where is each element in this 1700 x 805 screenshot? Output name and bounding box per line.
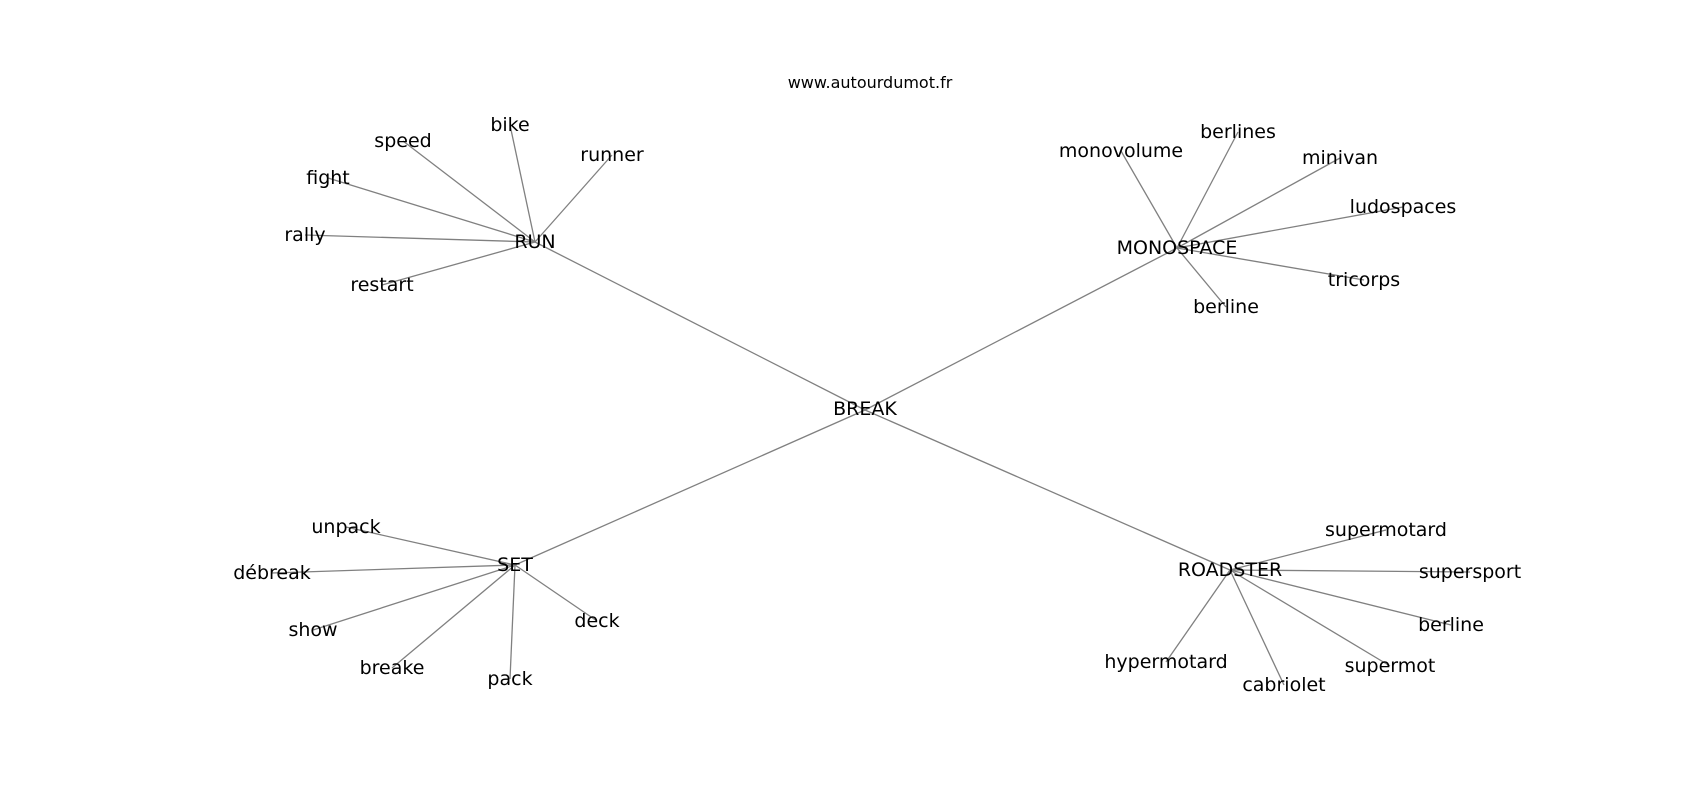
node-hub: ROADSTER bbox=[1178, 559, 1282, 581]
edge-hub-leaf bbox=[391, 564, 516, 669]
node-leaf: rally bbox=[284, 224, 325, 246]
node-leaf: cabriolet bbox=[1242, 674, 1325, 696]
labels-layer: www.autourdumot.fr BREAK bike speed runner… bbox=[233, 73, 1521, 696]
node-leaf: ludospaces bbox=[1350, 196, 1457, 218]
node-leaf: deck bbox=[574, 610, 619, 632]
edge-hub-leaf bbox=[1165, 569, 1231, 663]
node-leaf: restart bbox=[350, 274, 413, 296]
node-leaf: supermot bbox=[1345, 655, 1436, 677]
edge-hub-leaf bbox=[1120, 150, 1178, 249]
edge-hub-leaf bbox=[312, 564, 516, 631]
edge-hub-leaf bbox=[271, 564, 516, 574]
edge-hub-leaf bbox=[509, 564, 516, 680]
edge-hub-leaf bbox=[534, 154, 613, 243]
node-leaf: minivan bbox=[1302, 147, 1378, 169]
node-leaf: unpack bbox=[311, 516, 380, 538]
edge-hub-leaf bbox=[1229, 569, 1452, 626]
edge-hub-leaf bbox=[1229, 569, 1471, 573]
node-leaf: supermotard bbox=[1325, 519, 1447, 541]
edge-hub-leaf bbox=[1229, 569, 1285, 686]
edge-center-hub bbox=[514, 409, 866, 566]
edge-hub-leaf bbox=[1176, 206, 1404, 249]
edge-center-hub bbox=[534, 241, 866, 411]
edge-center-hub bbox=[864, 247, 1178, 411]
node-leaf: show bbox=[288, 619, 337, 641]
node-leaf: fight bbox=[306, 167, 350, 189]
edge-hub-leaf bbox=[1229, 529, 1387, 571]
edges-layer bbox=[271, 124, 1471, 686]
node-leaf: berlines bbox=[1200, 121, 1276, 143]
edge-hub-leaf bbox=[402, 140, 536, 243]
edge-hub-leaf bbox=[304, 234, 536, 243]
node-leaf: tricorps bbox=[1328, 269, 1400, 291]
edge-hub-leaf bbox=[514, 564, 598, 622]
site-watermark: www.autourdumot.fr bbox=[788, 73, 953, 92]
edge-hub-leaf bbox=[1176, 157, 1341, 249]
edge-center-hub bbox=[864, 409, 1231, 571]
node-center: BREAK bbox=[833, 398, 897, 420]
node-hub: RUN bbox=[514, 231, 555, 253]
node-leaf: pack bbox=[487, 668, 532, 690]
node-leaf: runner bbox=[580, 144, 644, 166]
edge-hub-leaf bbox=[1229, 569, 1391, 667]
edge-hub-leaf bbox=[381, 241, 536, 286]
node-leaf: hypermotard bbox=[1104, 651, 1227, 673]
node-hub: SET bbox=[497, 554, 533, 576]
node-leaf: berline bbox=[1418, 614, 1484, 636]
edge-hub-leaf bbox=[345, 526, 516, 566]
node-leaf: supersport bbox=[1419, 561, 1521, 583]
edge-hub-leaf bbox=[327, 177, 536, 243]
node-leaf: monovolume bbox=[1059, 140, 1183, 162]
edge-hub-leaf bbox=[509, 124, 536, 243]
node-leaf: berline bbox=[1193, 296, 1259, 318]
node-leaf: débreak bbox=[233, 562, 311, 584]
node-leaf: breake bbox=[360, 657, 425, 679]
node-leaf: bike bbox=[490, 114, 529, 136]
node-hub: MONOSPACE bbox=[1117, 237, 1238, 259]
node-leaf: speed bbox=[374, 130, 431, 152]
edge-hub-leaf bbox=[1176, 247, 1227, 308]
edge-hub-leaf bbox=[1176, 131, 1239, 249]
edge-hub-leaf bbox=[1176, 247, 1365, 281]
